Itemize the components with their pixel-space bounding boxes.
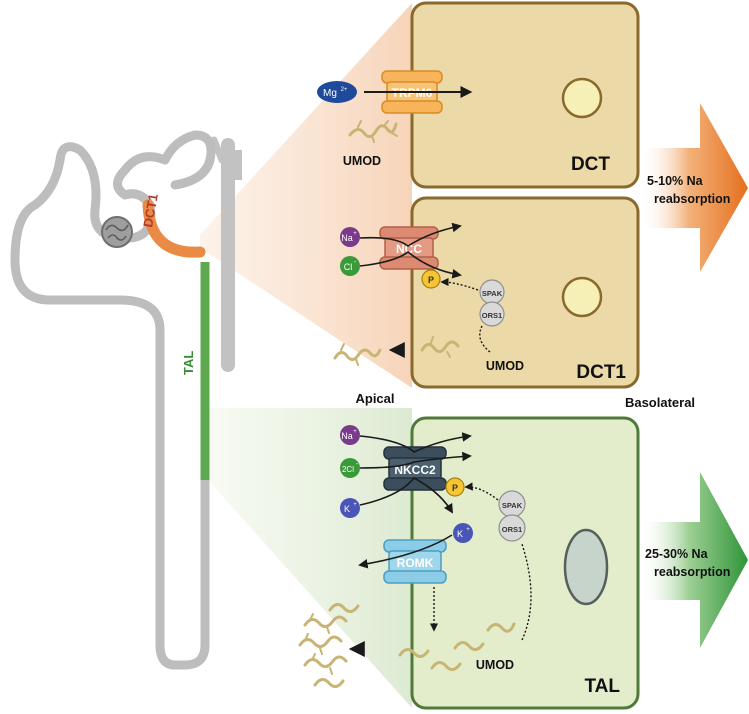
dct1-segment — [142, 199, 206, 258]
svg-text:P: P — [452, 483, 458, 493]
tal-zoom-beam — [208, 408, 412, 708]
tal-umod-glycans-lumen — [298, 603, 360, 688]
svg-text:Na: Na — [341, 431, 353, 441]
svg-text:+: + — [353, 429, 357, 435]
tal-reabsorption-line2: reabsorption — [654, 565, 730, 579]
dct1-spak-ors1-complex: SPAK ORS1 — [479, 279, 505, 327]
nkcc2-flux-arrows — [359, 432, 472, 514]
dct1-cell: DCT1 — [410, 196, 640, 389]
tal-cl-ion: 2Cl - — [340, 458, 360, 478]
svg-text:SPAK: SPAK — [482, 289, 503, 298]
ncc-flux-arrows — [359, 222, 462, 279]
svg-text:SPAK: SPAK — [502, 501, 523, 510]
ncc-transporter: NCC — [379, 226, 439, 270]
tal-reabsorption-arrow: 25-30% Na reabsorption — [640, 472, 748, 648]
apical-label: Apical — [355, 391, 394, 406]
tal-umod-signal — [521, 543, 532, 641]
svg-text:2+: 2+ — [341, 87, 348, 93]
dct-cell-label: DCT — [571, 154, 610, 175]
dct1-segment-label: DCT1 — [140, 192, 161, 228]
dct1-phospho: P — [421, 269, 441, 289]
svg-text:2Cl: 2Cl — [342, 465, 354, 474]
dct1-spak-phos-arrow — [440, 277, 479, 291]
romk-k-efflux-arrow — [358, 534, 453, 569]
tal-spak-ors1-complex: SPAK ORS1 — [498, 490, 526, 542]
svg-text:P: P — [428, 275, 434, 285]
trpm6-channel: TRPM6 — [381, 70, 443, 114]
svg-text:Cl: Cl — [344, 262, 353, 272]
dct-reabsorption-line2: reabsorption — [654, 192, 730, 206]
svg-text:+: + — [466, 527, 470, 533]
nkcc2-transporter: NKCC2 — [383, 446, 447, 491]
svg-text:K: K — [344, 504, 350, 514]
glomerulus — [101, 216, 133, 248]
svg-text:ROMK: ROMK — [397, 556, 434, 570]
svg-text:K: K — [457, 529, 463, 539]
svg-text:-: - — [354, 259, 357, 266]
dct1-cell-label: DCT1 — [576, 362, 626, 383]
dct-nucleus — [561, 77, 603, 119]
tal-umod-glycans-cell — [398, 622, 516, 671]
romk-channel: ROMK — [383, 539, 447, 584]
tal-na-ion: Na + — [340, 425, 360, 445]
tal-spak-phos-arrow — [464, 482, 499, 501]
dct1-nucleus — [561, 276, 603, 318]
dct-reabsorption-arrow: 5-10% Na reabsorption — [640, 103, 748, 272]
tal-cell-label: TAL — [584, 676, 620, 697]
dct-cell: DCT — [410, 1, 640, 189]
tal-umod-label: UMOD — [476, 658, 514, 672]
tal-k-ion-apical: K + — [340, 498, 360, 518]
nephron-tubule — [10, 130, 216, 670]
svg-text:NCC: NCC — [396, 242, 422, 256]
tal-reabsorption-line1: 25-30% Na — [645, 547, 709, 561]
dct-umod-glycan — [348, 120, 398, 143]
svg-text:+: + — [353, 502, 357, 508]
tal-k-ion-cell: K + — [453, 523, 473, 543]
svg-text:-: - — [356, 461, 359, 468]
dct-umod-label: UMOD — [343, 154, 381, 168]
svg-text:ORS1: ORS1 — [502, 525, 522, 534]
svg-text:Na: Na — [341, 233, 353, 243]
basolateral-label: Basolateral — [625, 395, 695, 410]
dct1-cl-ion: Cl - — [340, 256, 360, 276]
dct-reabsorption-line1: 5-10% Na — [647, 174, 704, 188]
tal-nucleus — [563, 528, 609, 606]
dct1-umod-label: UMOD — [486, 359, 524, 373]
dct-zoom-beam — [200, 3, 412, 388]
svg-text:ORS1: ORS1 — [482, 311, 502, 320]
svg-text:NKCC2: NKCC2 — [394, 463, 436, 477]
tal-segment-label: TAL — [181, 351, 196, 375]
mg-ion: Mg 2+ — [317, 81, 357, 103]
svg-text:Mg: Mg — [323, 88, 337, 99]
collecting-duct — [210, 136, 242, 372]
svg-text:+: + — [353, 231, 357, 237]
tal-phospho: P — [445, 477, 465, 497]
dct1-umod-glycans — [333, 336, 460, 366]
dct1-na-ion: Na + — [340, 227, 360, 247]
